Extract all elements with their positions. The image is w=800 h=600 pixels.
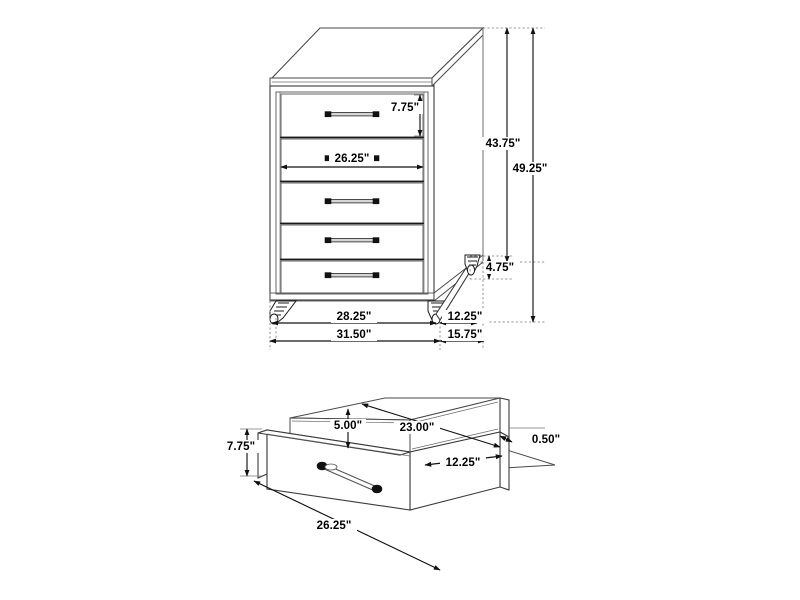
dim-label-drawer-front-width: 26.25" bbox=[317, 520, 352, 532]
dim-drawer-interior-length: 23.00" bbox=[361, 403, 501, 448]
dim-cabinet-depth: 12.25" bbox=[439, 310, 488, 326]
dim-overall-depth: 15.75" bbox=[439, 328, 488, 344]
dim-drawer-panel-thickness: 0.50" bbox=[499, 427, 564, 446]
dim-label-drawer-interior-depth: 12.25" bbox=[446, 457, 481, 469]
dim-label-drawer-interior-height: 5.00" bbox=[334, 420, 362, 432]
drawer-right-outer-wall bbox=[499, 431, 510, 491]
chest-figure: 7.75" 26.25" 43.75" 49.25" bbox=[269, 26, 552, 350]
dim-top-drawer-height: 7.75" bbox=[388, 94, 424, 137]
chest-drawer-dividers bbox=[280, 136, 424, 261]
dim-overall-height: 49.25" bbox=[508, 27, 552, 323]
dim-label-cabinet-depth: 12.25" bbox=[448, 311, 483, 323]
dim-label-overall-width: 31.50" bbox=[337, 329, 372, 341]
dim-label-top-drawer-height: 7.75" bbox=[391, 102, 419, 114]
handle-cap-right bbox=[371, 484, 383, 494]
dim-drawer-front-width: 26.25" bbox=[280, 152, 424, 170]
chest-front-frame bbox=[275, 91, 429, 295]
drawer-right-wall-thickness bbox=[499, 397, 510, 438]
dim-label-drawer-panel-thickness: 0.50" bbox=[532, 434, 560, 446]
dim-label-leg-height: 4.75" bbox=[486, 262, 514, 274]
dim-label-drawer-interior-length: 23.00" bbox=[400, 422, 435, 434]
drawer-figure: 7.75" 5.00" 23.00" 12.25" 0.50" bbox=[224, 397, 564, 571]
dim-label-drawer-front-width: 26.25" bbox=[335, 153, 370, 165]
dim-label-overall-depth: 15.75" bbox=[448, 329, 483, 341]
drawer-handle-1[interactable] bbox=[324, 111, 380, 118]
drawer-handle-3[interactable] bbox=[324, 198, 380, 205]
drawer-handle-5[interactable] bbox=[324, 272, 380, 279]
chest-leg-front-left bbox=[269, 300, 298, 325]
drawer-handle-4[interactable] bbox=[324, 237, 380, 244]
dim-drawer-interior-height: 5.00" bbox=[330, 408, 366, 449]
dim-label-drawer-front-height: 7.75" bbox=[227, 441, 255, 453]
drawer-left-wall-thickness bbox=[257, 429, 268, 479]
dim-label-cabinet-height: 43.75" bbox=[486, 138, 521, 150]
dim-cabinet-height: 43.75" bbox=[481, 27, 525, 263]
dim-label-cabinet-width: 28.25" bbox=[337, 311, 372, 323]
dim-leg-height: 4.75" bbox=[469, 255, 518, 280]
dim-drawer-front-width: 26.25" bbox=[253, 480, 441, 571]
dim-drawer-front-height: 7.75" bbox=[224, 428, 262, 477]
drawer-front-top-edge bbox=[257, 429, 411, 456]
chest-front-face bbox=[269, 85, 435, 301]
dim-label-overall-height: 49.25" bbox=[513, 163, 548, 175]
dim-overall-width: 31.50" bbox=[269, 328, 441, 344]
dim-drawer-interior-depth: 12.25" bbox=[424, 454, 503, 469]
dim-cabinet-width: 28.25" bbox=[271, 310, 437, 326]
chest-leg-rear-right bbox=[464, 254, 481, 276]
